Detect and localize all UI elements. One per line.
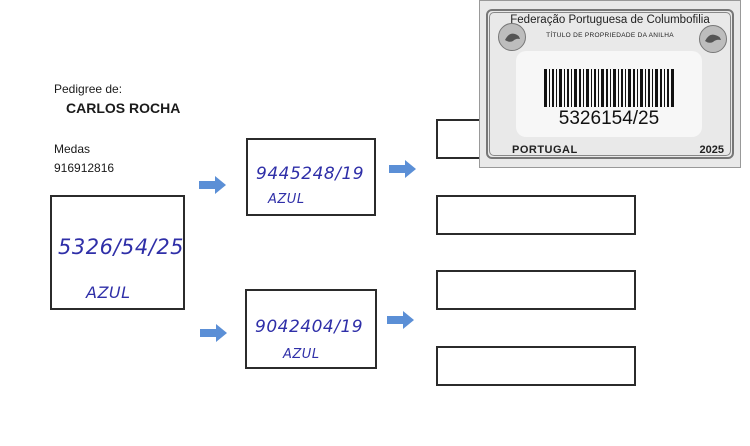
federation-name: Federação Portuguesa de Columbofilia (510, 14, 710, 26)
certificate-year: 2025 (699, 144, 724, 156)
pigeon-ring-number: 5326/54/25 (58, 235, 185, 259)
barcode-number: 5326154/25 (558, 108, 660, 129)
grandparent-box-2 (436, 195, 636, 235)
grandparent-box-4 (436, 346, 636, 386)
pigeon-box: 5326/54/25 AZUL (50, 195, 185, 310)
ring-ownership-certificate: Federação Portuguesa de Columbofilia TÍT… (479, 0, 741, 168)
sire-color: AZUL (268, 192, 305, 207)
certificate-title: TÍTULO DE PROPRIEDADE DA ANILHA (546, 32, 674, 39)
arrow-right-icon (199, 176, 226, 194)
sire-ring-number: 9445248/19 (256, 164, 365, 184)
grandparent-box-3 (436, 270, 636, 310)
dam-color: AZUL (283, 347, 320, 362)
barcode-icon (544, 69, 674, 107)
arrow-right-icon (389, 160, 416, 178)
certificate-inner-border (489, 12, 731, 156)
pigeon-seal-icon (699, 25, 727, 53)
owner-location: Medas (54, 142, 91, 156)
certificate-country: PORTUGAL (512, 144, 578, 156)
pigeon-color: AZUL (86, 283, 131, 302)
owner-name: CARLOS ROCHA (66, 100, 181, 116)
owner-phone: 916912816 (54, 161, 115, 175)
dam-ring-number: 9042404/19 (255, 317, 364, 337)
certificate-border (486, 9, 734, 159)
pedigree-label: Pedigree de: (54, 82, 123, 96)
sire-box: 9445248/19 AZUL (246, 138, 376, 216)
pigeon-seal-icon (498, 23, 526, 51)
arrow-right-icon (200, 324, 227, 342)
arrow-right-icon (387, 311, 414, 329)
dam-box: 9042404/19 AZUL (245, 289, 377, 369)
